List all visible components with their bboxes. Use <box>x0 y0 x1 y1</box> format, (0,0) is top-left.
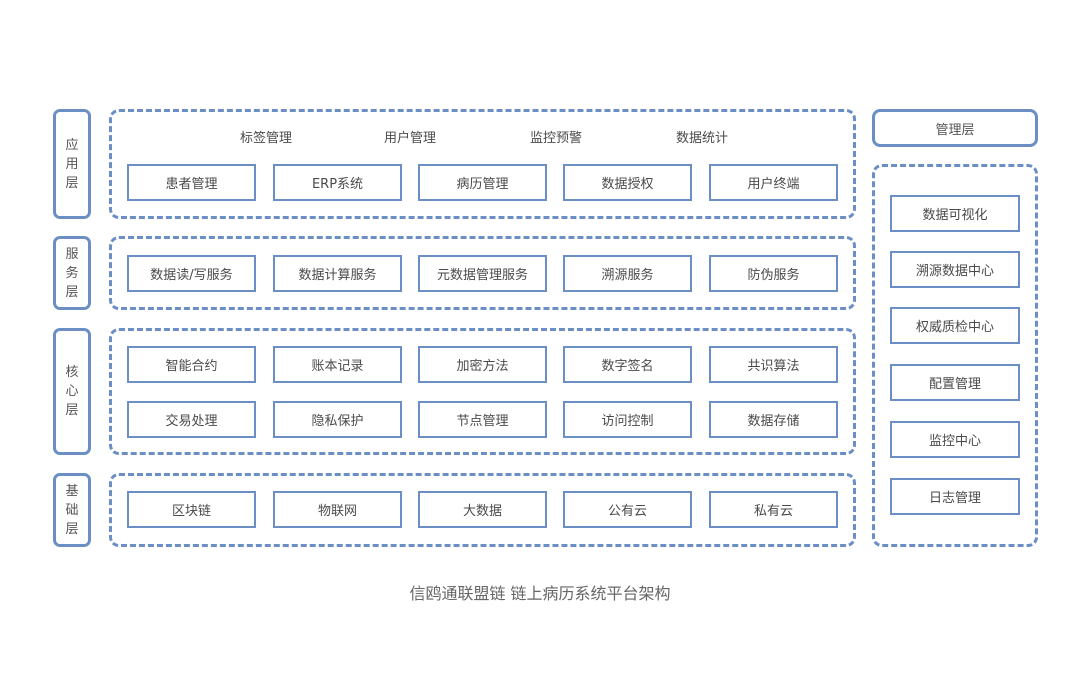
app-plain-label: 标签管理 <box>239 131 293 146</box>
base-layer-panel <box>109 473 856 547</box>
app-plain-label: 用户管理 <box>383 131 437 146</box>
base-module-box: 大数据 <box>418 491 547 528</box>
layer-label-application: 应 用 层 <box>53 109 91 219</box>
management-layer-header: 管理层 <box>872 109 1038 147</box>
management-item-box: 数据可视化 <box>890 195 1020 232</box>
core-module-box: 交易处理 <box>127 401 256 438</box>
core-module-box: 访问控制 <box>563 401 692 438</box>
application-layer-panel <box>109 109 856 219</box>
app-module-box: 病历管理 <box>418 164 547 201</box>
service-module-box: 溯源服务 <box>563 255 692 292</box>
layer-label-char: 层 <box>65 284 79 300</box>
core-module-box: 数字签名 <box>563 346 692 383</box>
core-module-box: 隐私保护 <box>273 401 402 438</box>
app-module-box: ERP系统 <box>273 164 402 201</box>
layer-label-char: 核 <box>65 365 79 380</box>
app-plain-label: 监控预警 <box>529 131 583 146</box>
base-module-box: 公有云 <box>563 491 692 528</box>
management-item-box: 配置管理 <box>890 364 1020 401</box>
layer-label-char: 应 <box>65 137 79 153</box>
layer-label-core: 核 心 层 <box>53 328 91 455</box>
core-module-box: 数据存储 <box>709 401 838 438</box>
management-layer-panel <box>872 164 1038 547</box>
layer-label-char: 心 <box>65 384 79 399</box>
layer-label-char: 础 <box>65 502 79 518</box>
management-item-box: 溯源数据中心 <box>890 251 1020 288</box>
layer-label-char: 服 <box>65 246 79 262</box>
layer-label-char: 层 <box>65 521 79 537</box>
layer-label-char: 基 <box>65 483 79 499</box>
core-module-box: 加密方法 <box>418 346 547 383</box>
layer-label-char: 务 <box>65 265 79 281</box>
core-module-box: 智能合约 <box>127 346 256 383</box>
service-module-box: 数据计算服务 <box>273 255 402 292</box>
layer-label-base: 基 础 层 <box>53 473 91 547</box>
app-plain-label: 数据统计 <box>675 131 729 146</box>
app-module-box: 用户终端 <box>709 164 838 201</box>
management-item-box: 权威质检中心 <box>890 307 1020 344</box>
app-module-box: 患者管理 <box>127 164 256 201</box>
core-module-box: 账本记录 <box>273 346 402 383</box>
management-item-box: 日志管理 <box>890 478 1020 515</box>
service-layer-panel <box>109 236 856 310</box>
service-module-box: 数据读/写服务 <box>127 255 256 292</box>
core-module-box: 节点管理 <box>418 401 547 438</box>
base-module-box: 区块链 <box>127 491 256 528</box>
diagram-caption: 信鸥通联盟链 链上病历系统平台架构 <box>409 584 671 603</box>
layer-label-service: 服 务 层 <box>53 236 91 310</box>
base-module-box: 物联网 <box>273 491 402 528</box>
app-module-box: 数据授权 <box>563 164 692 201</box>
layer-label-char: 层 <box>65 175 79 191</box>
service-module-box: 防伪服务 <box>709 255 838 292</box>
service-module-box: 元数据管理服务 <box>418 255 547 292</box>
core-module-box: 共识算法 <box>709 346 838 383</box>
layer-label-char: 用 <box>65 156 79 172</box>
management-item-box: 监控中心 <box>890 421 1020 458</box>
core-layer-panel <box>109 328 856 455</box>
layer-label-char: 层 <box>65 403 79 418</box>
base-module-box: 私有云 <box>709 491 838 528</box>
